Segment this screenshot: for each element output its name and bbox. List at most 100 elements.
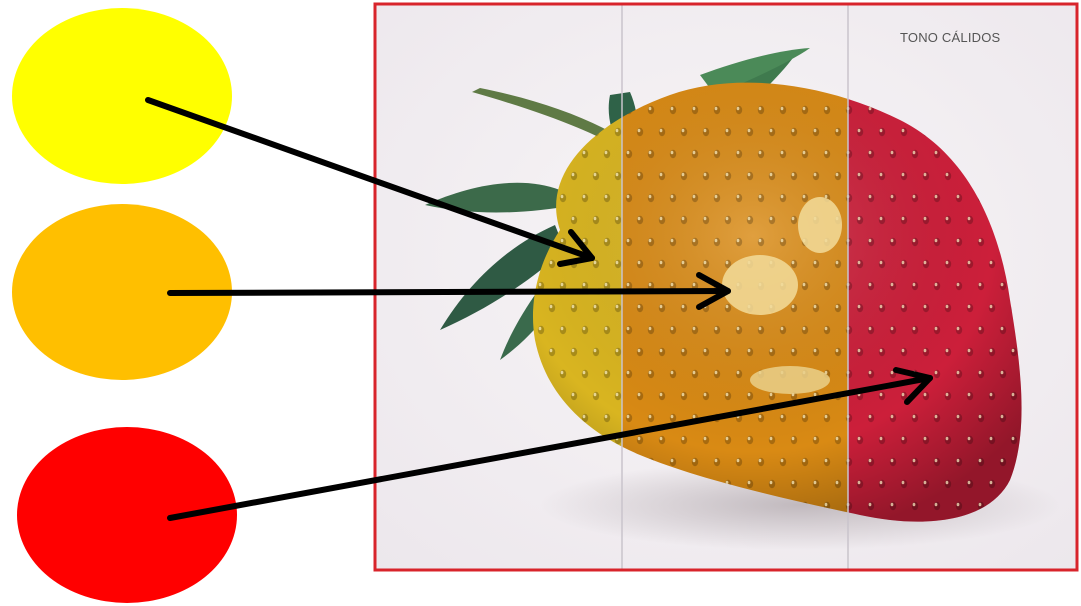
seed [944, 171, 952, 181]
seed [614, 259, 622, 269]
seed [790, 171, 798, 181]
seed [867, 457, 875, 467]
figure-caption: TONO CÁLIDOS [900, 30, 1001, 45]
seed [570, 215, 578, 225]
seed [636, 215, 644, 225]
seed [867, 325, 875, 335]
seed [702, 259, 710, 269]
seed [911, 413, 919, 423]
seed-highlight [736, 238, 740, 243]
seed [801, 281, 809, 291]
seed [570, 303, 578, 313]
seed-highlight [879, 348, 883, 353]
seed [834, 479, 842, 489]
seed-highlight [813, 172, 817, 177]
seed [581, 149, 589, 159]
seed-highlight [582, 194, 586, 199]
seed-highlight [648, 326, 652, 331]
seed-highlight [912, 238, 916, 243]
seed [977, 325, 985, 335]
seed-highlight [659, 436, 663, 441]
seed-highlight [670, 282, 674, 287]
seed [801, 149, 809, 159]
seed [592, 215, 600, 225]
seed-highlight [857, 260, 861, 265]
seed-highlight [604, 370, 608, 375]
seed-highlight [626, 414, 630, 419]
seed-highlight [582, 414, 586, 419]
seed [922, 479, 930, 489]
seed-highlight [934, 326, 938, 331]
seed [845, 325, 853, 335]
seed [603, 325, 611, 335]
seed [966, 479, 974, 489]
seed [625, 325, 633, 335]
seed [691, 325, 699, 335]
seed-highlight [835, 304, 839, 309]
seed-highlight [703, 392, 707, 397]
seed [900, 303, 908, 313]
seed [900, 259, 908, 269]
seed-highlight [791, 172, 795, 177]
seed [636, 303, 644, 313]
seed [548, 259, 556, 269]
seed-highlight [934, 194, 938, 199]
seed-highlight [901, 304, 905, 309]
seed-highlight [692, 414, 696, 419]
seed [988, 303, 996, 313]
seed-highlight [637, 260, 641, 265]
seed [966, 435, 974, 445]
seed-highlight [934, 370, 938, 375]
arrow-red [167, 367, 933, 521]
seed-highlight [637, 128, 641, 133]
seed [823, 325, 831, 335]
seed [603, 193, 611, 203]
seed-highlight [725, 436, 729, 441]
seed-highlight [791, 480, 795, 485]
seed [592, 347, 600, 357]
seed-highlight [802, 326, 806, 331]
seed-highlight [868, 238, 872, 243]
seed [614, 391, 622, 401]
seed [944, 391, 952, 401]
seed-highlight [802, 106, 806, 111]
seed [658, 127, 666, 137]
seed-highlight [890, 194, 894, 199]
seed-highlight [824, 194, 828, 199]
seed [801, 457, 809, 467]
seed-highlight [956, 502, 960, 507]
seed [592, 391, 600, 401]
seed-highlight [824, 502, 828, 507]
seed-highlight [714, 106, 718, 111]
seed [955, 237, 963, 247]
seed-highlight [879, 128, 883, 133]
seed [944, 215, 952, 225]
seed-highlight [824, 326, 828, 331]
seed [988, 391, 996, 401]
seed-highlight [824, 370, 828, 375]
seed-highlight [934, 150, 938, 155]
seed-highlight [670, 458, 674, 463]
seed [801, 413, 809, 423]
seed-highlight [989, 260, 993, 265]
seed [779, 149, 787, 159]
seed-highlight [725, 304, 729, 309]
seed [878, 259, 886, 269]
seed [746, 215, 754, 225]
seed-highlight [824, 458, 828, 463]
seed [834, 171, 842, 181]
seed-highlight [835, 436, 839, 441]
seed-highlight [648, 150, 652, 155]
seed-highlight [868, 150, 872, 155]
seed-highlight [879, 304, 883, 309]
seed-highlight [835, 480, 839, 485]
seed [713, 105, 721, 115]
seed-highlight [692, 194, 696, 199]
seed-highlight [769, 172, 773, 177]
seed-highlight [560, 282, 564, 287]
seed-highlight [549, 348, 553, 353]
seed-highlight [890, 326, 894, 331]
seed [933, 325, 941, 335]
